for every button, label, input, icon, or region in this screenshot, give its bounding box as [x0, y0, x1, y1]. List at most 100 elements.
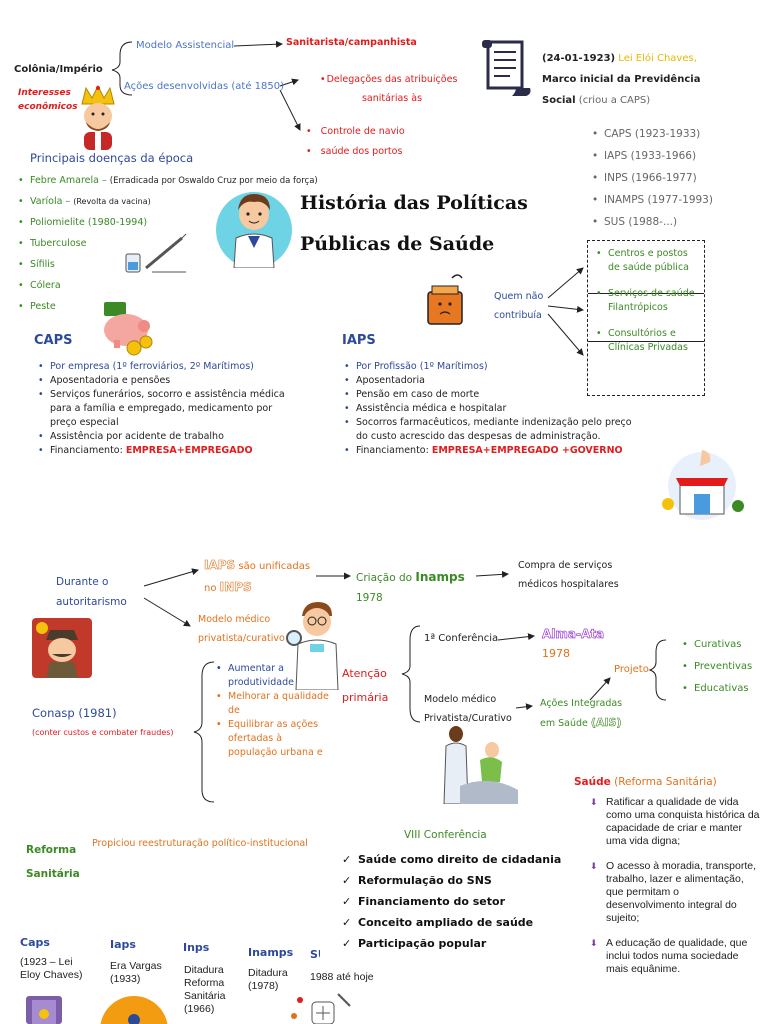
conasp-item: •Equilibrar as ações ofertadas à populaç…	[216, 718, 332, 760]
bottom-iaps-title: Iaps	[110, 938, 136, 951]
bottom-inamps-text: Ditadura (1978)	[248, 967, 288, 992]
caps-list: Por empresa (1º ferroviários, 2º Marítim…	[38, 360, 300, 458]
sanitarista-campanhista: Sanitarista/campanhista	[286, 37, 417, 48]
doenca-item: Tuberculose	[18, 237, 318, 251]
colonia-title: Colônia/Império	[14, 64, 103, 75]
conasp-title: Conasp (1981)	[32, 706, 117, 720]
doenca-item: Varíola – (Revolta da vacina)	[18, 195, 318, 209]
projeto-tipos: Curativas Preventivas Educativas	[682, 638, 752, 704]
conasp-sub: (conter custos e combater fraudes)	[32, 728, 174, 737]
timeline-list: CAPS (1923-1933) IAPS (1933-1966) INPS (…	[592, 127, 713, 237]
acoes-integradas: Ações Integradas em Saúde (AIS)	[540, 698, 623, 729]
wallet-icon	[424, 270, 468, 326]
iaps-item: Assistência médica e hospitalar	[344, 402, 644, 416]
primeira-conferencia: 1ª Conferência	[424, 633, 499, 644]
options-box: Centros e postos de saúde pública Serviç…	[587, 240, 705, 396]
iaps-item: Por Profissão (1º Marítimos)	[344, 360, 644, 374]
iaps-item: Pensão em caso de morte	[344, 388, 644, 402]
saude-rs-list: Ratificar a qualidade de vida como uma c…	[590, 796, 760, 988]
sun-icon	[100, 994, 168, 1024]
main-title-line1: História das Políticas	[300, 192, 528, 214]
syringe-icon	[122, 232, 188, 274]
modelo-medico-curativo: Modelo médico Privatista/Curativo	[424, 694, 512, 724]
scroll-icon	[478, 38, 534, 98]
saude-rs-item: A educação de qualidade, que inclui todo…	[590, 937, 760, 976]
bottom-sus-text: 1988 até hoje	[310, 971, 374, 983]
king-illustration	[78, 84, 118, 150]
eloi-name: Lei Elói Chaves,	[618, 53, 697, 64]
delegacoes-sanitarias: •Delegações das atribuições sanitárias à…	[320, 74, 458, 104]
doencas-title: Principais doenças da época	[30, 151, 194, 165]
dictator-illustration	[32, 616, 92, 678]
iaps-financiamento: Financiamento: EMPRESA+EMPREGADO +GOVERN…	[344, 444, 644, 458]
tipo-item: Curativas	[682, 638, 752, 652]
tipo-item: Preventivas	[682, 660, 752, 674]
caps-financiamento: Financiamento: EMPRESA+EMPREGADO	[38, 444, 300, 458]
bottom-inamps-title: Inamps	[248, 946, 294, 959]
timeline-item: CAPS (1923-1933)	[592, 127, 713, 141]
main-title-line2: Públicas de Saúde	[300, 233, 495, 255]
bottom-inps-title: Inps	[183, 941, 210, 954]
iaps-item: Socorros farmacêuticos, mediante indeniz…	[344, 416, 644, 444]
market-illustration	[654, 448, 750, 520]
medical-items-icon	[286, 988, 356, 1024]
doctor-illustration	[214, 186, 294, 269]
reforma-propiciou: Propiciou reestruturação político-instit…	[92, 838, 308, 849]
bottom-inps-text: Ditadura Reforma Sanitária (1966)	[184, 964, 226, 1015]
doenca-item: Febre Amarela – (Erradicada por Oswaldo …	[18, 174, 318, 188]
doenca-item: Poliomielite (1980-1994)	[18, 216, 318, 230]
criacao-inamps: Criação do Inamps 1978	[356, 570, 465, 604]
viii-item: Participação popular	[342, 937, 582, 950]
bottom-caps-title: Caps	[20, 936, 50, 949]
viii-item: Saúde como direito de cidadania	[342, 853, 582, 866]
option-centros: Centros e postos de saúde pública	[596, 247, 700, 275]
timeline-item: IAPS (1933-1966)	[592, 149, 713, 163]
interesses-economicos: Interesses econômicos	[18, 88, 78, 112]
controle-list: • Controle de navio • saúde dos portos	[306, 122, 405, 162]
conasp-item: •Melhorar a qualidade de	[216, 690, 332, 718]
caps-title: CAPS	[34, 333, 73, 348]
iaps-title: IAPS	[342, 333, 376, 348]
safe-icon	[24, 992, 64, 1024]
saude-portos: • saúde dos portos	[306, 146, 403, 157]
conasp-item: •Aumentar a produtividade	[216, 662, 332, 690]
eloi-date: (24-01-1923)	[542, 53, 616, 64]
alma-ata: Alma-Ata 1978	[542, 627, 605, 660]
quem-nao-contribuia: Quem não contribuía	[494, 291, 544, 321]
viii-list: Saúde como direito de cidadania Reformul…	[342, 853, 582, 958]
tipo-item: Educativas	[682, 682, 752, 696]
caps-item: Por empresa (1º ferroviários, 2º Marítim…	[38, 360, 300, 374]
nurse-patient-illustration	[430, 724, 520, 805]
piggy-bank-icon	[96, 300, 158, 356]
autoritarismo-title: Durante o autoritarismo	[56, 576, 127, 608]
eloi-block: (24-01-1923) Lei Elói Chaves, Marco inic…	[542, 48, 700, 111]
option-filantropicos: Serviços de saúde Filantrópicos	[596, 287, 700, 315]
eloi-criou: (criou a CAPS)	[578, 95, 651, 106]
doenca-item: Peste	[18, 300, 318, 314]
iaps-list: Por Profissão (1º Marítimos) Aposentador…	[344, 360, 644, 458]
conasp-list: •Aumentar a produtividade •Melhorar a qu…	[216, 662, 332, 760]
viii-item: Conceito ampliado de saúde	[342, 916, 582, 929]
compra-servicos: Compra de serviços médicos hospitalares	[518, 560, 619, 590]
iaps-item: Aposentadoria	[344, 374, 644, 388]
saude-rs-item: O acesso à moradia, transporte, trabalho…	[590, 860, 760, 925]
atencao-primaria: Atenção primária	[342, 667, 389, 704]
iaps-unificadas: IAPS são unificadas no INPS	[204, 558, 311, 595]
caps-item: Serviços funerários, socorro e assistênc…	[38, 388, 300, 430]
doencas-list: Febre Amarela – (Erradicada por Oswaldo …	[18, 174, 318, 321]
modelo-medico-privatista: Modelo médico privatista/curativo	[198, 614, 285, 644]
reforma-title: Reforma Sanitária	[26, 844, 80, 880]
eloi-social: Social	[542, 95, 576, 106]
option-privadas: Consultórios e Clínicas Privadas	[596, 327, 700, 355]
viii-title: VIII Conferência	[404, 829, 487, 841]
caps-item: Assistência por acidente de trabalho	[38, 430, 300, 444]
bottom-sus-title: SUS	[310, 948, 320, 961]
bottom-iaps-text: Era Vargas (1933)	[110, 960, 162, 985]
projeto: Projeto	[614, 664, 649, 675]
eloi-marco: Marco inicial da Previdência	[542, 74, 701, 85]
saude-rs-title: Saúde (Reforma Sanitária)	[574, 776, 717, 788]
saude-rs-item: Ratificar a qualidade de vida como uma c…	[590, 796, 760, 848]
acoes-desenvolvidas: Ações desenvolvidas (até 1850)	[124, 81, 285, 92]
viii-item: Reformulação do SNS	[342, 874, 582, 887]
doenca-item: Cólera	[18, 279, 318, 293]
